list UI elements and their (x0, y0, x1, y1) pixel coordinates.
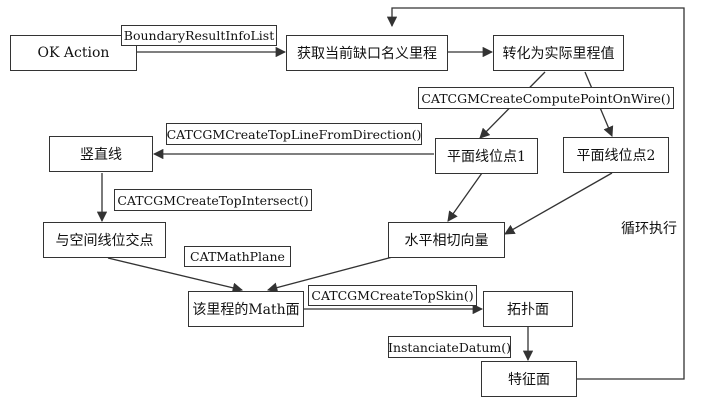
label-top-line-from-direction-text: CATCGMCreateTopLineFromDirection() (166, 126, 422, 142)
label-loop-execute: 循环执行 (621, 221, 677, 237)
arrow-intersect-to-math (107, 257, 244, 293)
node-feature-surface: 特征面 (481, 361, 577, 397)
node-topology-surface-text: 拓扑面 (507, 302, 549, 318)
node-intersect-spatial-line: 与空间线位交点 (43, 222, 166, 258)
node-topology-surface: 拓扑面 (483, 291, 573, 327)
label-top-skin-text: CATCGMCreateTopSkin() (311, 288, 474, 303)
arrow-point1-to-tangent (447, 172, 483, 222)
node-plane-line-point-1: 平面线位点1 (435, 138, 538, 174)
label-top-intersect-text: CATCGMCreateTopIntersect() (117, 192, 309, 208)
node-to-actual-mileage-text: 转化为实际里程值 (502, 46, 615, 62)
arrow-loop-back (386, 7, 685, 380)
label-top-intersect: CATCGMCreateTopIntersect() (114, 189, 312, 211)
node-intersect-spatial-line-text: 与空间线位交点 (55, 233, 154, 249)
label-compute-point-on-wire-text: CATCGMCreateComputePointOnWire() (421, 90, 671, 106)
label-instanciate-datum: InstanciateDatum() (388, 336, 511, 358)
label-instanciate-datum-text: InstanciateDatum() (388, 339, 511, 355)
node-vertical-line-text: 竖直线 (80, 147, 122, 163)
label-top-skin: CATCGMCreateTopSkin() (308, 285, 477, 306)
label-compute-point-on-wire: CATCGMCreateComputePointOnWire() (418, 87, 674, 109)
node-to-actual-mileage: 转化为实际里程值 (493, 35, 624, 71)
node-ok-action-text: OK Action (37, 45, 110, 61)
node-feature-surface-text: 特征面 (508, 372, 550, 388)
node-get-name-mileage: 获取当前缺口名义里程 (286, 35, 448, 71)
label-top-line-from-direction: CATCGMCreateTopLineFromDirection() (166, 123, 422, 145)
node-horizontal-tangent: 水平相切向量 (388, 222, 505, 258)
node-vertical-line: 竖直线 (49, 136, 153, 172)
node-ok-action: OK Action (10, 35, 137, 71)
arrow-point2-to-tangent (504, 172, 613, 235)
node-get-name-mileage-text: 获取当前缺口名义里程 (297, 46, 437, 62)
label-math-plane-text: CATMathPlane (190, 249, 285, 264)
node-plane-line-point-2-text: 平面线位点2 (576, 148, 656, 164)
node-math-plane-of-mileage-text: 该里程的Math面 (192, 302, 300, 318)
arrow-tangent-to-math (266, 254, 401, 293)
node-horizontal-tangent-text: 水平相切向量 (404, 233, 489, 249)
label-math-plane: CATMathPlane (184, 246, 291, 267)
node-plane-line-point-2: 平面线位点2 (563, 137, 669, 173)
label-boundary-result-info-list-text: BoundaryResultInfoList (123, 28, 275, 43)
node-plane-line-point-1-text: 平面线位点1 (447, 149, 526, 165)
node-math-plane-of-mileage: 该里程的Math面 (188, 291, 304, 327)
label-boundary-result-info-list: BoundaryResultInfoList (121, 25, 277, 46)
